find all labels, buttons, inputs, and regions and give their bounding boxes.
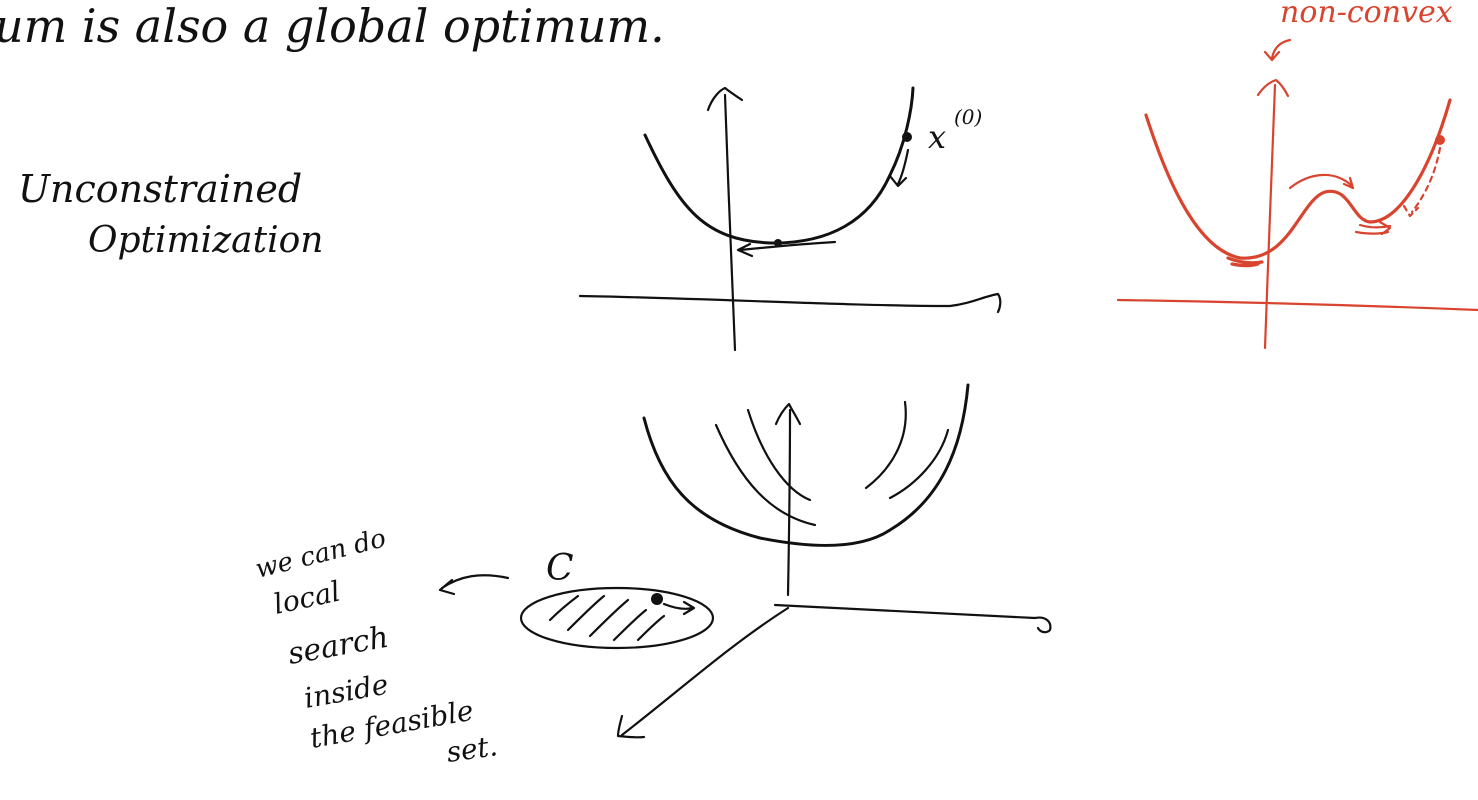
surface-y-axis [620,606,790,737]
nonconvex-curve [1144,98,1452,260]
nonconvex-label-arrow [1263,38,1292,62]
convex-y-axis-arrowhead [706,86,744,112]
feasible-set-search-arrow [662,600,696,616]
local-search-note: we can do local search inside the feasib… [252,523,510,769]
feasible-set-hatch-3 [588,598,630,638]
feasible-set-label: C [546,548,574,589]
surface-z-axis [786,408,792,597]
nonconvex-start-trail [1402,146,1442,218]
convex-x-axis [578,292,1002,314]
convex-start-point [902,132,912,142]
surface-inner-line-4 [888,428,950,500]
header-text: um is also a global optimum. [0,0,665,53]
feasible-set-hatch-2 [566,594,606,632]
feasible-set-point [651,593,663,605]
nonconvex-start-point [1435,135,1445,145]
convex-minimum-point [774,239,782,247]
surface-bowl-outline [642,383,970,547]
convex-point-superscript: (0) [954,105,982,129]
surface-x-axis [773,603,1052,634]
surface-inner-line-3 [864,400,907,490]
nonconvex-plot: non-convex [1116,0,1478,350]
surface-z-axis-arrowhead [774,402,802,426]
surface-plot: C [519,383,1052,739]
nonconvex-label: non-convex [1280,0,1453,30]
feasible-set-ellipse [519,586,715,650]
nonconvex-x-axis [1116,298,1478,312]
nonconvex-y-axis [1263,83,1277,350]
nonconvex-global-min-marker [1226,256,1264,268]
convex-minimum-arrow [736,240,837,258]
note-line2: local [271,575,344,621]
convex-descent-arrow [888,148,910,188]
note-line3: search [285,620,391,672]
nonconvex-y-axis-arrowhead [1256,78,1290,98]
surface-inner-line-2 [746,408,812,502]
note-line4: inside [301,668,390,715]
feasible-set-hatch-1 [548,594,580,622]
nonconvex-hump-arrow [1288,173,1355,190]
convex-plot: x (0) [578,86,1002,352]
surface-inner-line-1 [714,423,817,527]
surface-y-axis-arrowhead [616,714,646,739]
convex-curve [643,86,915,245]
convex-point-label: x [928,118,946,156]
note-arrow [438,574,510,596]
convex-y-axis [723,93,737,352]
feasible-set-hatch-4 [612,608,648,642]
note-line1: we can do [252,523,389,584]
nonconvex-local-min-marker [1354,220,1392,236]
section-label-line1: Unconstrained [18,167,302,211]
feasible-set-hatch-5 [636,614,666,642]
section-label-line2: Optimization [88,220,323,261]
note-line6: set. [444,729,499,769]
